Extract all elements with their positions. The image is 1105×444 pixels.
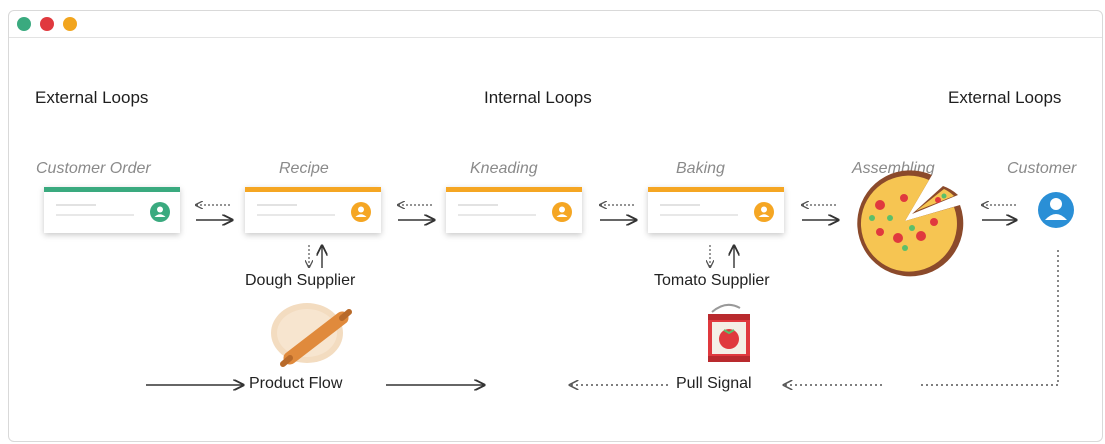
card-text-line <box>660 214 738 216</box>
card-text-line <box>56 204 96 206</box>
user-badge-icon <box>150 202 170 222</box>
dough-rolling-pin-icon <box>271 303 352 367</box>
user-badge-icon <box>351 202 371 222</box>
dough-supplier-label: Dough Supplier <box>245 272 356 289</box>
step-label-customer: Customer <box>1007 160 1077 177</box>
section-title-internal: Internal Loops <box>484 88 592 107</box>
customer-avatar-icon <box>1038 192 1074 228</box>
tomato-supplier-label: Tomato Supplier <box>654 272 770 289</box>
arrow-pair-baking-assembling <box>802 205 838 220</box>
arrow-pair-order-recipe <box>196 205 232 220</box>
card-text-line <box>257 214 335 216</box>
card-text-line <box>56 214 134 216</box>
kneading-card[interactable] <box>446 187 582 233</box>
window-close-button[interactable] <box>17 17 31 31</box>
step-label-recipe: Recipe <box>279 160 329 177</box>
card-text-line <box>458 214 536 216</box>
user-badge-icon <box>754 202 774 222</box>
tomato-supplier-arrows <box>710 245 734 268</box>
pull-signal-arrow <box>570 250 1059 385</box>
product-flow-label: Product Flow <box>249 375 343 392</box>
tomato-can-icon <box>708 303 750 362</box>
arrow-pair-assembling-customer <box>982 205 1016 220</box>
recipe-card[interactable] <box>245 187 381 233</box>
arrow-pair-kneading-baking <box>600 205 636 220</box>
title-bar <box>9 11 1102 38</box>
customer-order-card[interactable] <box>44 187 180 233</box>
step-label-baking: Baking <box>676 160 725 177</box>
step-label-kneading: Kneading <box>470 160 538 177</box>
pizza-icon <box>857 170 964 277</box>
pull-signal-label: Pull Signal <box>676 375 752 392</box>
card-text-line <box>458 204 498 206</box>
window-zoom-button[interactable] <box>63 17 77 31</box>
window-minimize-button[interactable] <box>40 17 54 31</box>
dough-supplier-arrows <box>309 245 322 268</box>
step-label-customer-order: Customer Order <box>36 160 151 177</box>
arrow-pair-recipe-kneading <box>398 205 434 220</box>
card-text-line <box>257 204 297 206</box>
section-title-external-right: External Loops <box>948 88 1062 107</box>
baking-card[interactable] <box>648 187 784 233</box>
card-text-line <box>660 204 700 206</box>
user-badge-icon <box>552 202 572 222</box>
section-title-external-left: External Loops <box>35 88 149 107</box>
